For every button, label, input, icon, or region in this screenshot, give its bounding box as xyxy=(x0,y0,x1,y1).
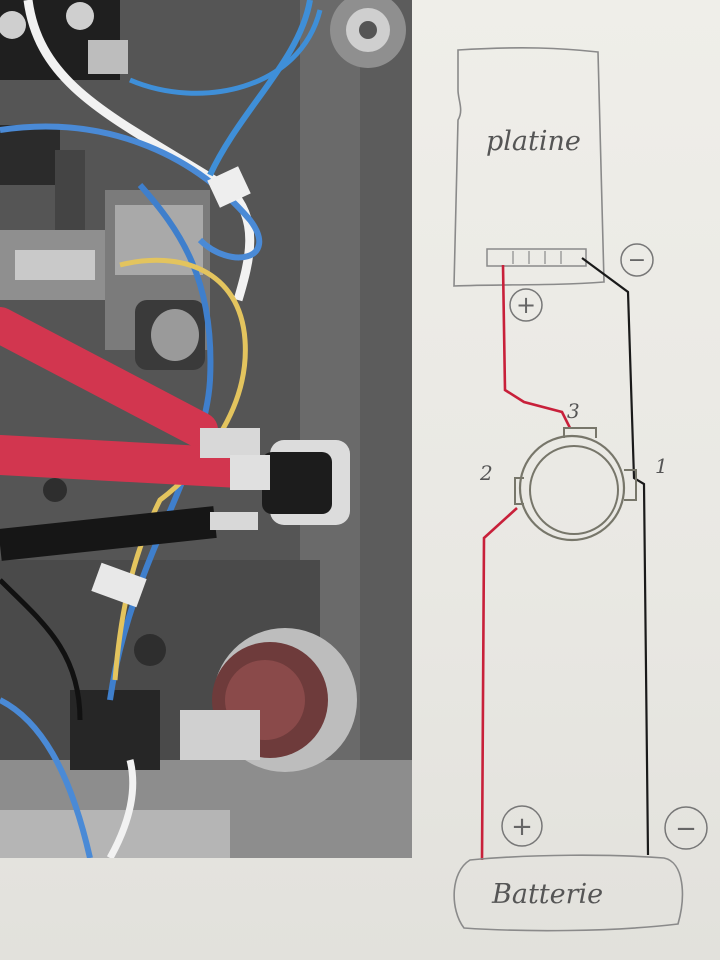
mount-hole-b xyxy=(134,634,166,666)
solder-joint-lower xyxy=(230,455,270,490)
cable-tie-bottom xyxy=(91,562,147,608)
wiring-sketch-drawing: platine − + 3 xyxy=(453,47,708,932)
switch-body-outer xyxy=(518,434,626,542)
battery-plus-marker xyxy=(501,805,543,847)
terminal-1-label: 1 xyxy=(655,454,668,478)
pot-lug xyxy=(180,710,260,760)
switch-bracket-left xyxy=(0,125,60,185)
wiring-photo-drawing xyxy=(0,0,412,858)
jack-body xyxy=(262,452,332,514)
board-connector xyxy=(486,248,587,267)
cable-tie-top xyxy=(207,166,251,208)
positive-wire-board-to-switch xyxy=(501,264,572,429)
switch-post xyxy=(55,150,85,230)
switch-lug-2 xyxy=(514,477,524,505)
wiring-photo xyxy=(0,0,412,858)
top-switch-lug xyxy=(88,40,128,74)
blue-wire-low xyxy=(0,697,93,858)
top-switch-screw-a xyxy=(0,11,26,39)
board-plus-symbol: + xyxy=(516,291,536,319)
battery-label: Batterie xyxy=(491,879,603,910)
negative-wire xyxy=(581,257,650,856)
board-label: platine xyxy=(486,126,581,157)
black-cable xyxy=(0,506,217,561)
switch-lug-1 xyxy=(624,469,637,501)
white-wire-low xyxy=(106,759,137,858)
red-heatshrink-lower xyxy=(0,435,260,488)
board-minus-symbol: − xyxy=(628,248,646,273)
mounting-screw-hole xyxy=(359,21,377,39)
board-plus-marker xyxy=(509,288,543,322)
blue-wire-top xyxy=(207,0,313,177)
ferrite-clip xyxy=(70,690,160,770)
switch-body-inner xyxy=(529,445,619,535)
switch-terminal-cap xyxy=(151,309,199,361)
board-outline xyxy=(453,47,605,287)
battery-outline xyxy=(453,854,684,932)
solder-joint-upper xyxy=(200,428,260,458)
battery-minus-marker xyxy=(664,806,708,850)
red-heatshrink-upper xyxy=(0,307,218,448)
mount-hole-a xyxy=(43,478,67,502)
battery-minus-symbol: − xyxy=(675,814,697,844)
wiring-sketch: platine − + 3 xyxy=(412,0,720,960)
board-minus-marker xyxy=(620,243,654,277)
battery-plus-symbol: + xyxy=(511,812,533,842)
switch-shaft-thread xyxy=(15,250,95,280)
positive-wire-switch-to-battery xyxy=(480,507,518,861)
switch-lug-3 xyxy=(563,427,597,438)
terminal-2-label: 2 xyxy=(479,461,493,485)
blue-wire-lug xyxy=(129,9,323,96)
terminal-3-label: 3 xyxy=(567,399,580,423)
enclosure-edge xyxy=(360,0,412,858)
solder-joint-black xyxy=(210,512,258,530)
top-switch-screw-b xyxy=(66,2,94,30)
black-wire-low xyxy=(0,578,83,721)
